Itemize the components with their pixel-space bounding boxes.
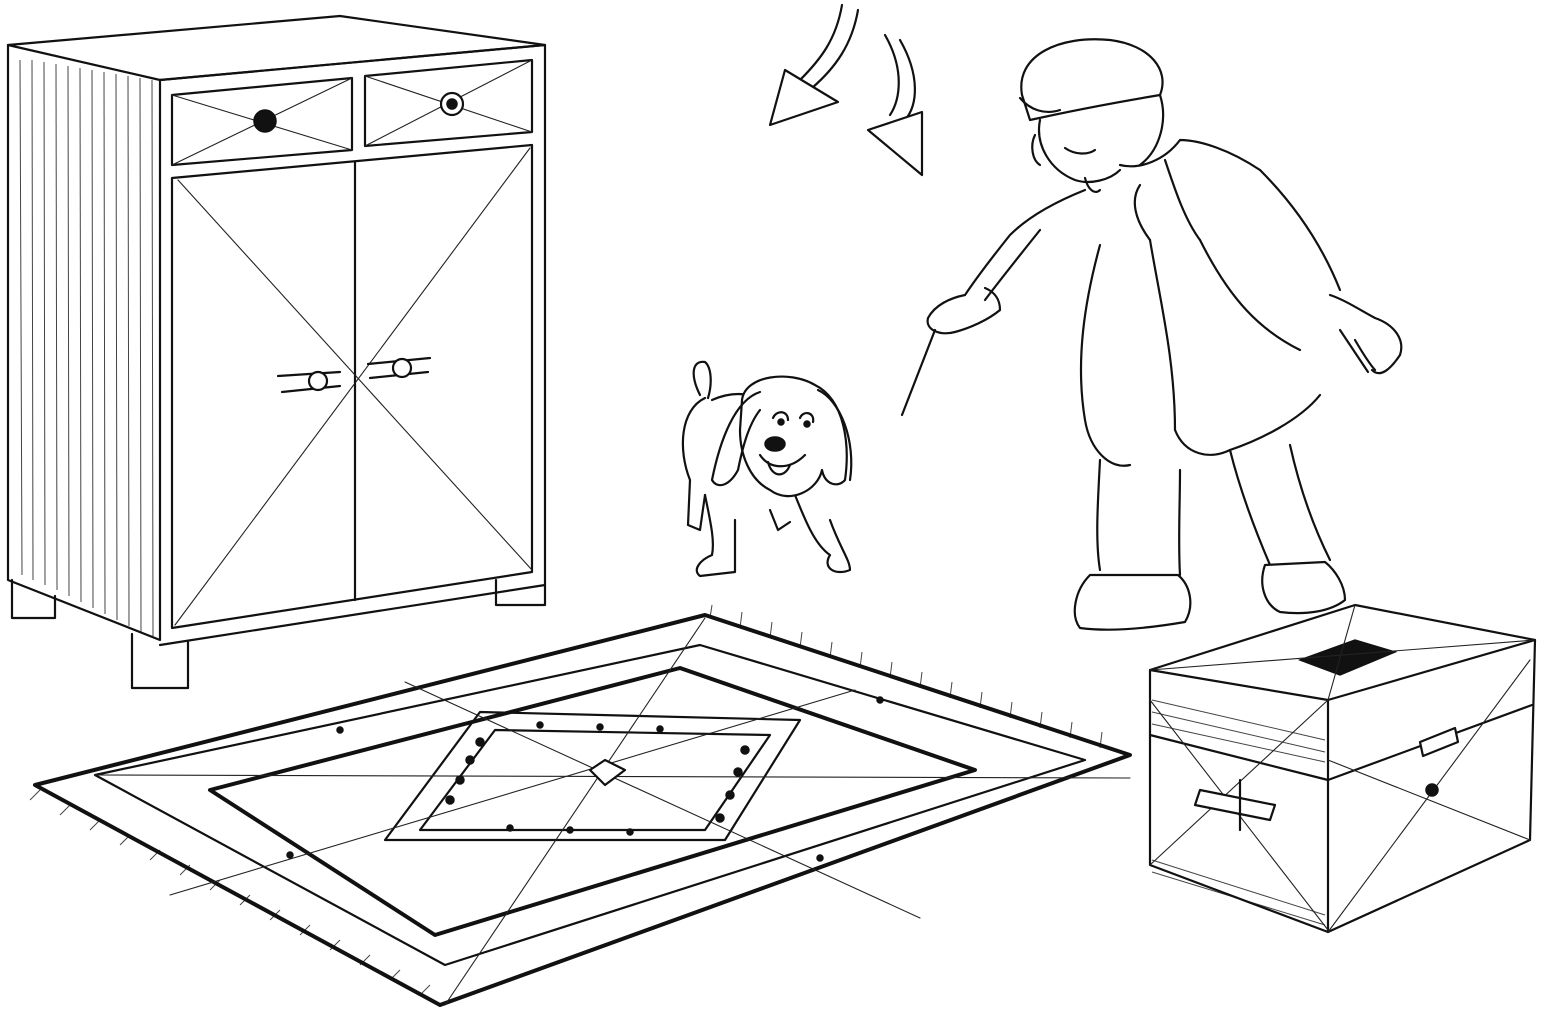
door-handles	[276, 356, 432, 394]
curved-arrow-icon	[768, 3, 924, 177]
dog-icon	[681, 360, 853, 578]
pointer-stick	[900, 328, 937, 417]
rug-icon	[29, 604, 1132, 1007]
chest-lock	[1425, 783, 1439, 797]
rug-pattern	[286, 696, 884, 862]
chest-handle-side	[1418, 726, 1460, 758]
drawer-knob-left	[253, 109, 277, 133]
rug-medallion-center	[588, 758, 627, 787]
chest-handle-front	[1193, 788, 1277, 822]
chest-top-grille	[1297, 639, 1398, 676]
chest-icon	[1148, 603, 1537, 934]
cabinet-side-shading	[19, 59, 154, 637]
chest-shading	[1151, 699, 1326, 926]
cabinet-icon	[6, 14, 547, 690]
person-icon	[900, 38, 1403, 631]
